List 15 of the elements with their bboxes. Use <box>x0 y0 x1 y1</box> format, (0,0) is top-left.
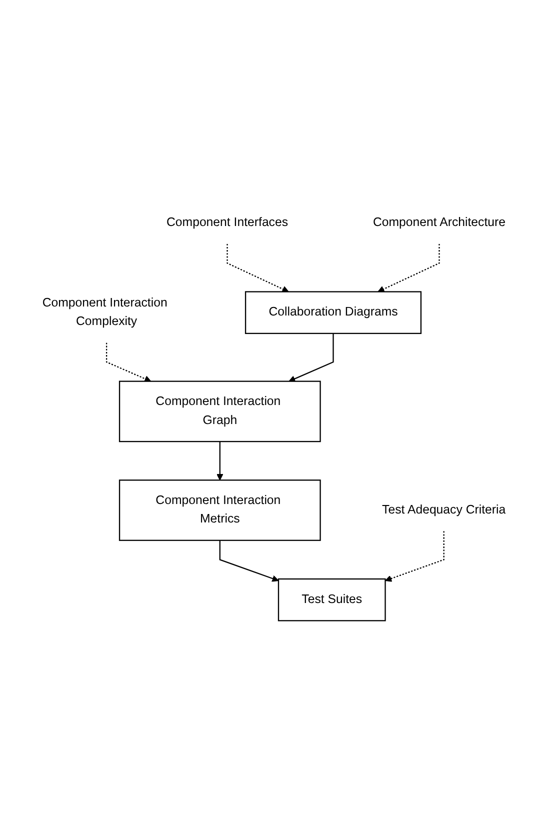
node-text: Component Interfaces <box>166 216 288 230</box>
node-box: Component Interaction Metrics <box>118 480 321 542</box>
arrow <box>226 244 289 292</box>
arrow <box>106 342 152 382</box>
arrow <box>384 531 444 582</box>
node-box: Test Suites <box>278 578 386 622</box>
arrow <box>219 540 279 582</box>
arrow <box>378 244 440 292</box>
node-box: Collaboration Diagrams <box>244 291 422 334</box>
node-text: Test Adequacy Criteria <box>382 503 506 517</box>
arrow <box>216 442 224 481</box>
arrow <box>288 334 334 382</box>
node-text: Component Interaction Complexity <box>42 296 168 328</box>
node-box: Component Interaction Graph <box>118 380 321 442</box>
node-text: Component Architecture <box>372 216 506 230</box>
